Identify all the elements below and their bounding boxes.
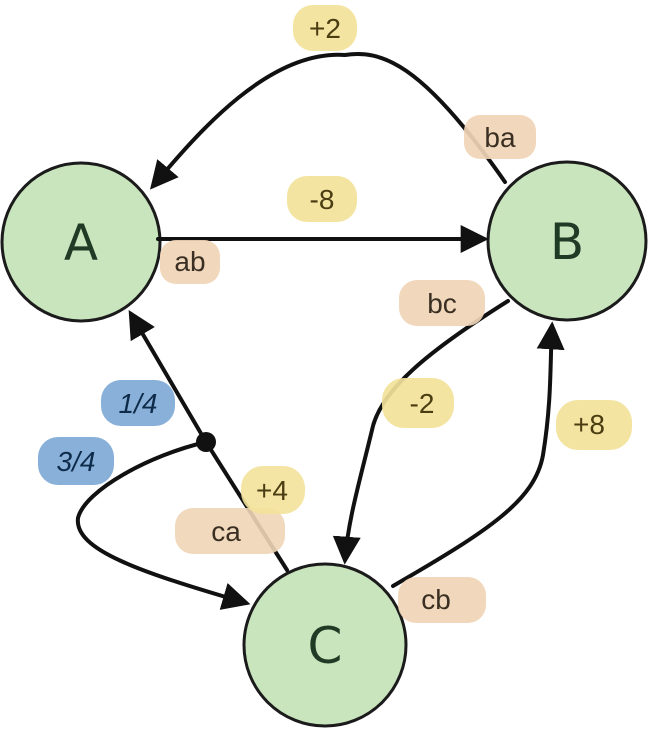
edge-split-to-a[interactable] — [128, 309, 208, 444]
prob-to-a-bg — [101, 380, 175, 426]
prob-to-c-bg — [38, 437, 114, 485]
prob-to-a-text: 1/4 — [119, 388, 158, 419]
weight-cb: +8 — [556, 400, 632, 450]
tag-ba: ba — [464, 115, 536, 159]
tag-ab-text: ab — [174, 246, 205, 277]
weight-cb-text: +8 — [573, 409, 605, 440]
weight-ca-bg — [241, 466, 305, 514]
weight-ca-text: +4 — [256, 475, 288, 506]
node-c[interactable]: C — [242, 562, 408, 728]
tag-ab-bg — [160, 240, 220, 284]
weight-bc-text: -2 — [410, 388, 435, 419]
edge-bc[interactable] — [332, 299, 510, 565]
weight-ba-text: +2 — [309, 13, 341, 44]
weight-ab-text: -8 — [310, 184, 335, 215]
tag-ca-bg — [175, 508, 285, 554]
edge-split-to-c[interactable] — [75, 440, 251, 610]
edge-ba[interactable] — [149, 52, 507, 190]
node-a[interactable]: A — [0, 161, 162, 323]
node-a-circle — [0, 161, 162, 323]
tag-bc-bg — [399, 280, 485, 326]
tag-bc: bc — [399, 280, 485, 326]
tag-ca: ca — [175, 508, 285, 554]
tag-ca-text: ca — [211, 516, 241, 547]
node-b[interactable]: B — [486, 160, 648, 322]
tag-cb-text: cb — [421, 584, 451, 615]
node-c-label: C — [308, 617, 343, 675]
split-point — [196, 432, 216, 452]
prob-to-c-text: 3/4 — [57, 446, 96, 477]
weight-cb-bg — [556, 400, 632, 450]
weight-ca: +4 — [241, 466, 305, 514]
weight-bc-bg — [382, 378, 454, 428]
weight-bc: -2 — [382, 378, 454, 428]
weight-ba: +2 — [293, 5, 357, 51]
weight-ab-bg — [287, 176, 357, 222]
tag-bc-text: bc — [427, 288, 457, 319]
weight-ab: -8 — [287, 176, 357, 222]
node-a-label: A — [64, 214, 98, 272]
node-b-label: B — [550, 213, 584, 271]
tag-ba-bg — [464, 115, 536, 159]
prob-to-c: 3/4 — [38, 437, 114, 485]
edge-cb[interactable] — [391, 321, 565, 588]
tag-ab: ab — [160, 240, 220, 284]
weight-ba-bg — [293, 5, 357, 51]
prob-to-a: 1/4 — [101, 380, 175, 426]
tag-cb: cb — [398, 577, 486, 623]
tag-cb-bg — [398, 577, 486, 623]
node-c-circle — [242, 562, 408, 728]
tag-ba-text: ba — [484, 122, 516, 153]
